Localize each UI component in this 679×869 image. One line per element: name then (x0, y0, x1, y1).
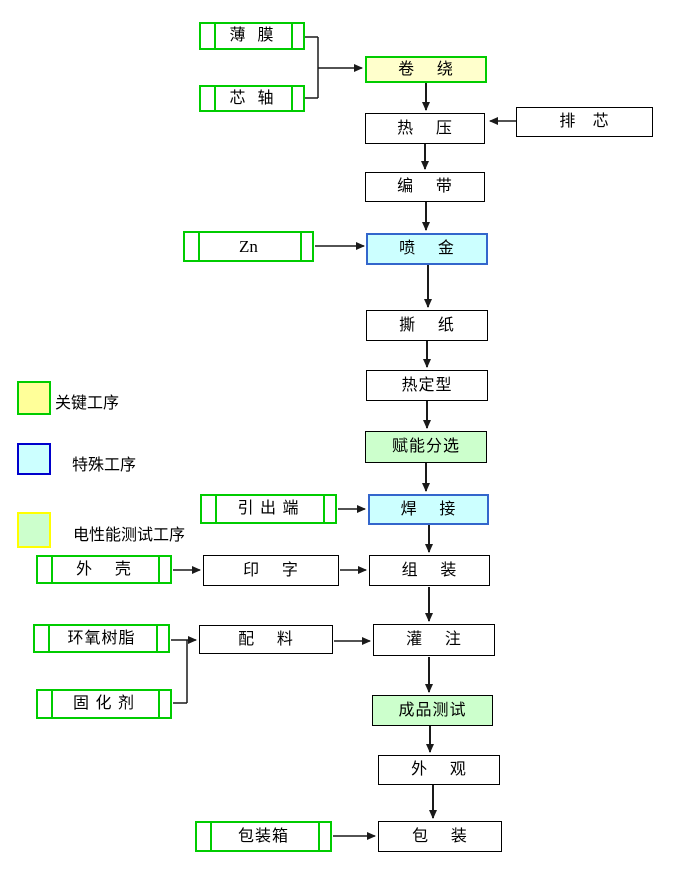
node-hardener: 固 化 剂 (36, 689, 172, 719)
node-taping: 编 带 (365, 172, 485, 202)
node-core-arrange-label: 排 芯 (559, 113, 610, 130)
legend-swatch-key-process (17, 381, 51, 415)
side-bar-left (210, 823, 212, 850)
node-metal-spray-label: 喷 金 (399, 240, 455, 257)
side-bar-left (48, 626, 50, 651)
node-compounding: 配 料 (199, 625, 333, 654)
node-zinc: Zn (183, 231, 314, 262)
node-shell: 外 壳 (36, 555, 172, 584)
side-bar-right (291, 87, 293, 110)
node-mandrel: 芯 轴 (199, 85, 305, 112)
side-bar-right (318, 823, 320, 850)
node-lead-terminal-label: 引 出 端 (237, 500, 300, 517)
node-appearance-label: 外 观 (411, 761, 467, 778)
node-printing: 印 字 (203, 555, 339, 586)
side-bar-right (323, 496, 325, 522)
node-taping-label: 编 带 (397, 178, 453, 195)
node-epoxy-label: 环氧树脂 (67, 629, 136, 647)
node-paper-tear-label: 撕 纸 (399, 316, 455, 334)
node-energize-sort: 赋能分选 (365, 431, 487, 463)
node-winding-label: 卷 绕 (398, 60, 454, 78)
node-welding: 焊 接 (368, 494, 489, 525)
node-paper-tear: 撕 纸 (366, 310, 488, 341)
node-printing-label: 印 字 (243, 561, 299, 579)
node-final-test-label: 成品测试 (398, 701, 467, 719)
node-heat-setting: 热定型 (366, 370, 488, 401)
legend-swatch-test-process (17, 512, 51, 548)
node-potting-label: 灌 注 (406, 631, 462, 648)
node-compounding-label: 配 料 (238, 630, 294, 648)
side-bar-left (215, 496, 217, 522)
node-shell-label: 外 壳 (76, 560, 132, 578)
node-hot-press: 热 压 (365, 113, 485, 144)
legend-swatch-special-process (17, 443, 51, 475)
node-appearance: 外 观 (378, 755, 500, 785)
side-bar-right (158, 691, 160, 717)
node-zinc-label: Zn (239, 237, 258, 256)
legend-label-special-process: 特殊工序 (72, 457, 137, 474)
side-bar-right (300, 233, 302, 260)
node-assembly-label: 组 装 (401, 561, 458, 579)
side-bar-left (198, 233, 200, 260)
side-bar-right (158, 557, 160, 582)
node-packing: 包 装 (378, 821, 502, 852)
node-core-arrange: 排 芯 (516, 107, 653, 137)
side-bar-left (214, 87, 216, 110)
legend-label-key-process: 关键工序 (55, 395, 120, 412)
node-packing-box-label: 包装箱 (237, 827, 289, 845)
side-bar-left (51, 691, 53, 717)
node-packing-box: 包装箱 (195, 821, 332, 852)
node-lead-terminal: 引 出 端 (200, 494, 337, 524)
side-bar-right (291, 24, 293, 48)
node-film: 薄 膜 (199, 22, 305, 50)
node-energize-sort-label: 赋能分选 (391, 438, 460, 455)
side-bar-left (214, 24, 216, 48)
node-epoxy: 环氧树脂 (33, 624, 170, 653)
node-assembly: 组 装 (369, 555, 490, 586)
node-winding: 卷 绕 (365, 56, 487, 83)
side-bar-left (51, 557, 53, 582)
node-welding-label: 焊 接 (400, 500, 457, 518)
node-hardener-label: 固 化 剂 (73, 695, 135, 712)
node-potting: 灌 注 (373, 624, 495, 656)
node-mandrel-label: 芯 轴 (229, 89, 275, 107)
node-hot-press-label: 热 压 (397, 119, 453, 137)
node-final-test: 成品测试 (372, 695, 493, 726)
legend-label-test-process: 电性能测试工序 (73, 527, 186, 544)
node-metal-spray: 喷 金 (366, 233, 488, 265)
side-bar-right (156, 626, 158, 651)
node-film-label: 薄 膜 (229, 27, 275, 44)
node-heat-setting-label: 热定型 (401, 376, 453, 394)
node-packing-label: 包 装 (412, 827, 468, 845)
